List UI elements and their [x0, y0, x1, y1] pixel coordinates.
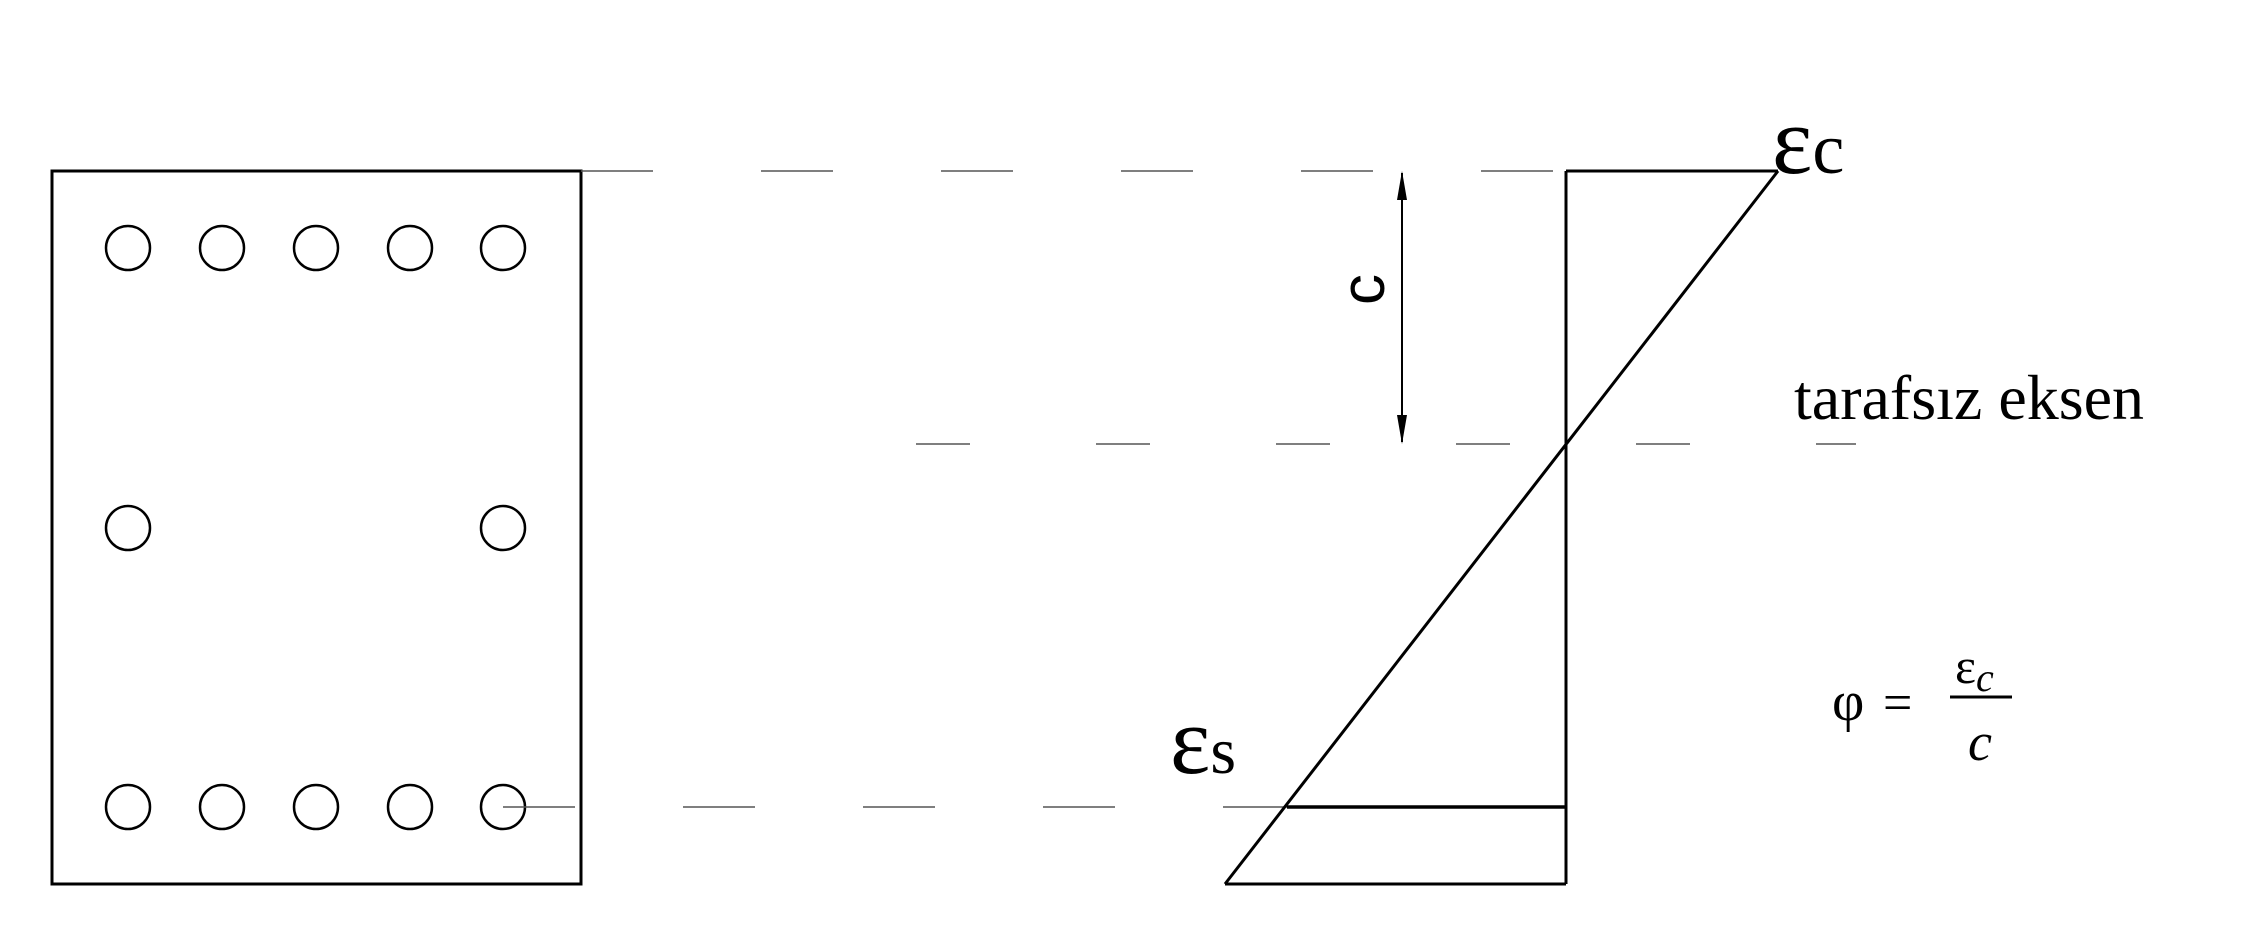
- rebar-group: [104, 224, 527, 831]
- top-rebar: [198, 224, 246, 272]
- neutral-axis-label: tarafsız eksen: [1794, 362, 2144, 433]
- depth-label: c: [1329, 274, 1398, 305]
- top-rebar: [479, 224, 527, 272]
- formula-phi: φ: [1832, 671, 1864, 733]
- curvature-formula: φ = εc c: [1832, 638, 2012, 772]
- bottom-rebar: [198, 783, 246, 831]
- beam-cross-section: [50, 169, 583, 886]
- arrow-up-icon: [1397, 171, 1407, 200]
- side-rebar: [104, 504, 152, 552]
- top-rebar: [104, 224, 152, 272]
- bottom-rebar: [386, 783, 434, 831]
- formula-numerator: εc: [1955, 638, 1994, 700]
- formula-equals: =: [1883, 675, 1912, 732]
- concrete-strain-label: εc: [1772, 87, 1844, 194]
- arrow-down-icon: [1397, 415, 1407, 444]
- bottom-rebar: [104, 783, 152, 831]
- strain-profile-line: [1223, 170, 1780, 885]
- side-rebar: [479, 504, 527, 552]
- steel-strain-label: εs: [1170, 687, 1236, 794]
- top-rebar: [386, 224, 434, 272]
- formula-denominator: c: [1968, 712, 1992, 772]
- top-rebar: [292, 224, 340, 272]
- bottom-rebar: [292, 783, 340, 831]
